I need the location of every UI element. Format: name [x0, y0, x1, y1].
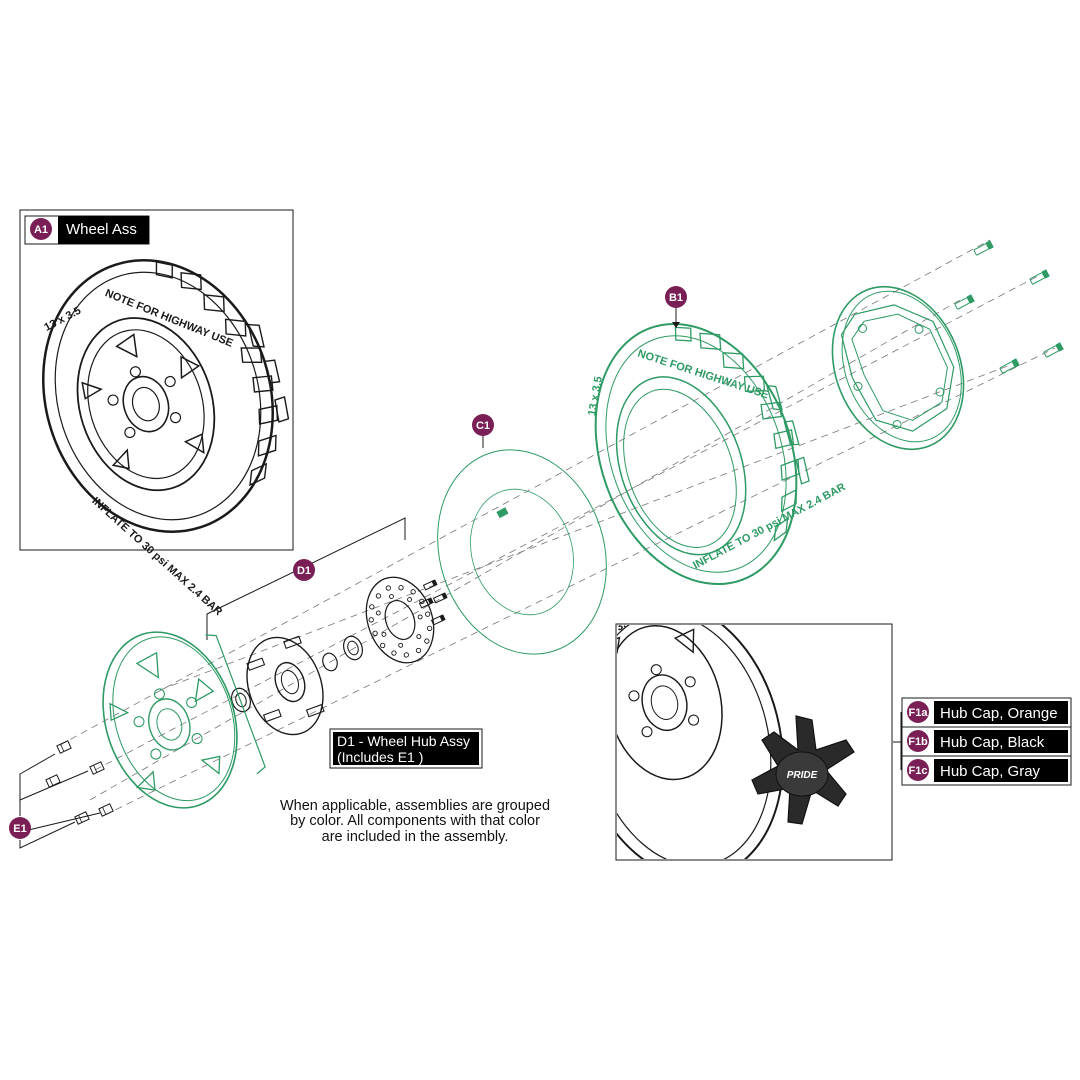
callout-f1c: F1c [909, 765, 928, 777]
label-wheel-hub-assy-line1: D1 - Wheel Hub Assy [337, 733, 470, 749]
wheel-assembly-inset: 13 x 3.5 NOTE FOR HIGHWAY USE INFLATE TO… [19, 209, 294, 618]
callout-badge-e1 [9, 817, 31, 839]
label-wheel-hub-assy-line2: (Includes E1 ) [337, 749, 423, 765]
hub-cap-inset: 13 x 3.5 PRIDE [615, 623, 893, 861]
note-line-1: When applicable, assemblies are grouped [280, 798, 550, 814]
tire-b1-inflate-marking: INFLATE TO 30 psi MAX 2.4 BAR [691, 481, 847, 572]
label-hub-cap-orange: Hub Cap, Orange [940, 705, 1058, 722]
wheel-hub-components [230, 576, 448, 736]
callout-badge-d1 [293, 559, 315, 581]
callout-e1: E1 [13, 823, 26, 835]
rear-rim-half [831, 285, 965, 451]
lug-nuts-e1 [45, 740, 114, 825]
label-wheel-assembly: Wheel Ass [66, 221, 137, 238]
callout-badge-c1 [472, 414, 494, 436]
callout-c1: C1 [476, 420, 490, 432]
hub-cap-drawing: PRIDE [751, 715, 855, 825]
hub-cap-logo: PRIDE [787, 770, 818, 781]
hub-cap-options: F1a Hub Cap, Orange F1b Hub Cap, Black F… [901, 697, 1072, 786]
label-wheel-hub-assy: D1 - Wheel Hub Assy (Includes E1 ) [329, 728, 483, 769]
option-hub-cap-orange: F1a Hub Cap, Orange [901, 697, 1072, 728]
callout-b1: B1 [669, 292, 683, 304]
label-hub-cap-gray: Hub Cap, Gray [940, 763, 1041, 780]
callout-d1: D1 [297, 565, 311, 577]
inner-tube-c1 [437, 449, 607, 655]
note-line-3: are included in the assembly. [322, 829, 509, 845]
callout-a1: A1 [34, 224, 48, 236]
color-grouping-note: When applicable, assemblies are grouped … [280, 798, 550, 845]
option-hub-cap-gray: F1c Hub Cap, Gray [901, 755, 1072, 786]
rim-bolts [954, 240, 1064, 374]
e1-leader-lines [19, 753, 101, 849]
label-hub-cap-black: Hub Cap, Black [940, 734, 1045, 751]
callout-badge-a1 [30, 218, 52, 240]
tire-b1-size-marking: 13 x 3.5 [586, 376, 605, 417]
option-hub-cap-black: F1b Hub Cap, Black [901, 726, 1072, 757]
front-rim-half [102, 631, 266, 809]
callout-f1b: F1b [908, 736, 928, 748]
note-line-2: by color. All components with that color [290, 813, 540, 829]
callout-badge-b1 [665, 286, 687, 308]
callout-f1a: F1a [909, 707, 929, 719]
